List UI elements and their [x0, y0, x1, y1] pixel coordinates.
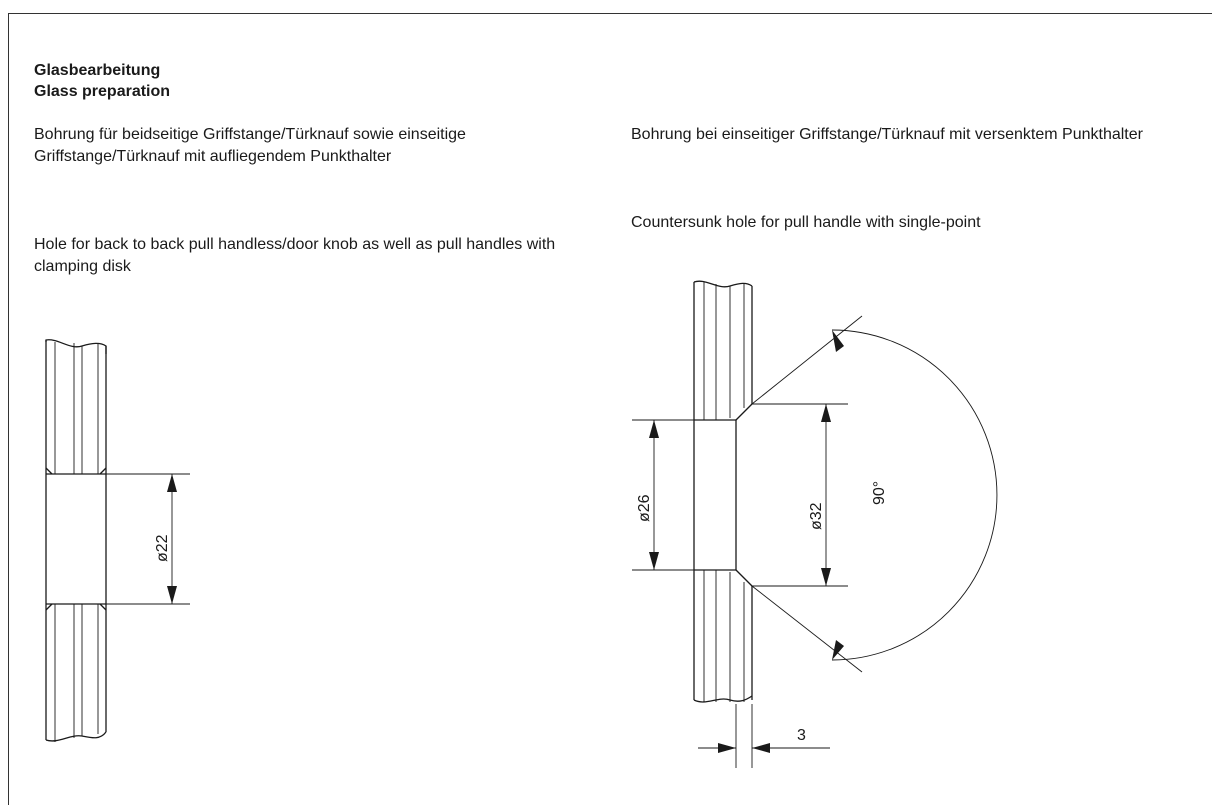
right-top-break-line [693, 280, 753, 288]
heading-english: Glass preparation [34, 83, 171, 100]
right-description-german: Bohrung bei einseitiger Griffstange/Türk… [631, 126, 1143, 143]
right-glass-section-drawing [632, 280, 998, 768]
frame-left-border [8, 13, 9, 805]
left-description-english: Hole for back to back pull handless/door… [34, 236, 556, 275]
right-bottom-break-line [693, 695, 753, 703]
heading-german: Glasbearbeitung [34, 62, 161, 79]
right-outer-diameter-label: ø32 [808, 502, 825, 530]
right-inner-diameter-label: ø26 [636, 494, 653, 522]
right-depth-label: 3 [797, 727, 806, 744]
left-glass-section-drawing [45, 339, 190, 742]
section-heading: Glasbearbeitung Glass preparation [34, 60, 170, 102]
left-description-german: Bohrung für beidseitige Griffstange/Türk… [34, 126, 466, 165]
right-description-english: Countersunk hole for pull handle with si… [631, 214, 981, 231]
right-angle-label: 90° [871, 481, 888, 505]
left-bottom-break-line [45, 731, 107, 742]
left-diameter-label: ø22 [154, 534, 171, 562]
frame-top-border [8, 13, 1212, 14]
